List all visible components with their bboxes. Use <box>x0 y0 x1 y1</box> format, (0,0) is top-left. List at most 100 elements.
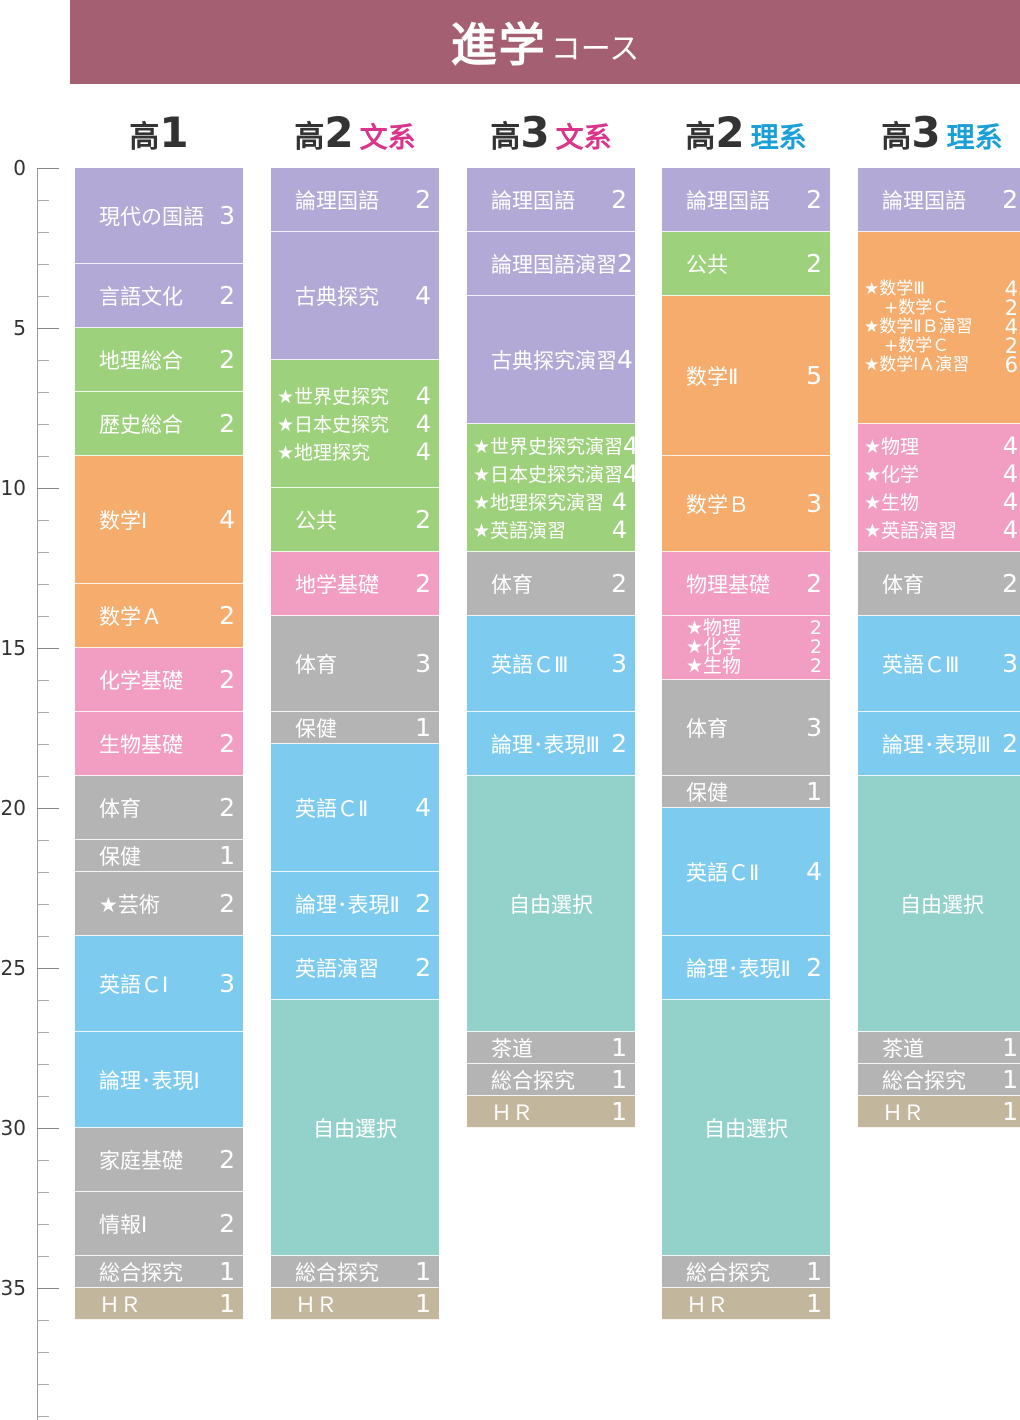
major-tick <box>37 328 59 329</box>
subject-name: 言語文化 <box>99 284 183 309</box>
subject-name: 英語ＣⅢ <box>882 652 960 677</box>
axis-label: 0 <box>13 156 26 180</box>
subject-credits: 4 <box>611 487 627 516</box>
grade-number: 2 <box>324 108 354 157</box>
track-label: 文系 <box>359 121 416 154</box>
subject-credits: 1 <box>415 713 431 742</box>
subject-credits: 2 <box>219 345 235 374</box>
grade-number: 2 <box>715 108 745 157</box>
subject-name: 数学Ａ <box>99 604 162 629</box>
subject-credits: 2 <box>219 601 235 630</box>
subject-name: 自由選択 <box>509 892 593 917</box>
subject-name: 化学基礎 <box>99 668 183 693</box>
major-tick <box>37 1128 59 1129</box>
minor-tick <box>37 1192 49 1193</box>
subject-credits: 1 <box>219 1289 235 1318</box>
subject-name: ★日本史探究 <box>277 414 390 436</box>
subject-credits: 4 <box>415 437 431 466</box>
subject-name: ＨＲ <box>882 1100 924 1125</box>
subject-name: 総合探究 <box>99 1260 183 1285</box>
minor-tick <box>37 1224 49 1225</box>
grade-label: 高 <box>685 120 716 155</box>
subject-name: ★芸術 <box>99 892 160 917</box>
subject-credits: 4 <box>623 459 639 488</box>
grade-label: 高 <box>129 120 160 155</box>
subject-name: 情報Ⅰ <box>99 1212 148 1237</box>
major-tick <box>37 488 59 489</box>
subject-credits: 4 <box>415 381 431 410</box>
subject-name: ★日本史探究演習 <box>473 464 624 486</box>
subject-name: 古典探究演習 <box>491 348 617 373</box>
subject-credits: 2 <box>611 729 627 758</box>
subject-name: 論理国語演習 <box>491 252 617 277</box>
subject-name: 論理･表現Ⅱ <box>295 892 400 917</box>
subject-credits: 2 <box>806 569 822 598</box>
minor-tick <box>37 552 49 553</box>
minor-tick <box>37 360 49 361</box>
subject-credits: 2 <box>1002 729 1018 758</box>
subject-name: 茶道 <box>491 1036 533 1061</box>
subject-credits: 2 <box>1002 569 1018 598</box>
subject-name: +数学Ｃ <box>884 336 950 356</box>
minor-tick <box>37 520 49 521</box>
subject-name: 数学Ⅰ <box>99 508 148 533</box>
minor-tick <box>37 232 49 233</box>
subject-row: ＨＲ 1 <box>858 1097 1020 1127</box>
subject-block: 論理･表現Ⅰ <box>75 1032 243 1128</box>
subject-credits: 1 <box>1002 1097 1018 1126</box>
minor-tick <box>37 264 49 265</box>
subject-name: 生物基礎 <box>99 732 183 757</box>
minor-tick <box>37 200 49 201</box>
subject-credits: 2 <box>219 729 235 758</box>
subject-credits: 4 <box>1004 315 1018 339</box>
subject-credits: 3 <box>219 969 235 998</box>
subject-credits: 2 <box>415 569 431 598</box>
subject-name: ★世界史探究 <box>277 386 390 408</box>
subject-credits: 2 <box>415 953 431 982</box>
subject-name: 論理国語 <box>491 188 575 213</box>
minor-tick <box>37 936 49 937</box>
subject-name: ＨＲ <box>295 1292 337 1317</box>
subject-name: ★数学ⅠＡ演習 <box>864 355 970 375</box>
subject-credits: 3 <box>219 201 235 230</box>
subject-row: 自由選択 <box>662 1113 830 1143</box>
subject-credits: 3 <box>806 489 822 518</box>
subject-credits: 1 <box>806 1257 822 1286</box>
subject-name: ★英語演習 <box>864 520 958 542</box>
subject-name: 体育 <box>295 652 337 677</box>
subject-credits: 2 <box>219 1145 235 1174</box>
